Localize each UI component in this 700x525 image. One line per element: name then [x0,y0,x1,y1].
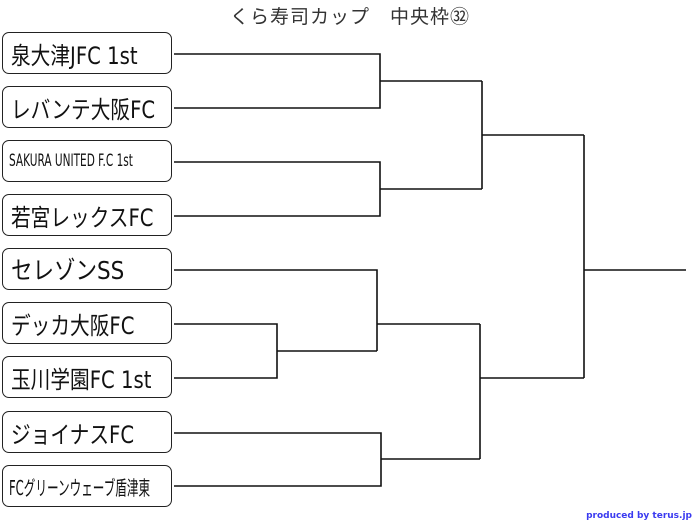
team-name: レバンテ大阪FC [11,95,156,124]
team-box: レバンテ大阪FC [2,86,172,128]
team-name: 若宮レックスFC [11,203,154,232]
bracket-semi-bottom [479,324,584,459]
team-box: 若宮レックスFC [2,194,172,236]
team-box: 玉川学園FC 1st [2,356,172,398]
tournament-title: くら寿司カップ 中央枠㉜ [229,6,470,28]
bracket-match-1 [174,53,482,109]
credit-text: produced by terus.jp [586,511,692,521]
team-box: セレゾンSS [2,248,172,290]
bracket-match-4 [174,269,480,351]
team-name: ジョイナスFC [11,420,135,449]
team-box: ジョイナスFC [2,411,172,453]
bracket-match-2 [174,161,482,217]
team-name: 泉大津JFC 1st [11,41,138,70]
bracket-final [583,135,686,378]
team-name: SAKURA UNITED F.C 1st [9,151,133,171]
bracket-match-5 [174,432,480,487]
team-box: FCグリーンウェーブ盾津東 [2,465,172,507]
team-box: SAKURA UNITED F.C 1st [2,140,172,182]
bracket-semi-top [481,81,584,189]
team-name: FCグリーンウェーブ盾津東 [9,475,151,500]
team-box: デッカ大阪FC [2,302,172,344]
team-box: 泉大津JFC 1st [2,32,172,74]
team-name: 玉川学園FC 1st [11,365,152,394]
team-name: セレゾンSS [11,256,125,285]
bracket-match-3 [174,323,377,379]
team-name: デッカ大阪FC [11,311,135,340]
